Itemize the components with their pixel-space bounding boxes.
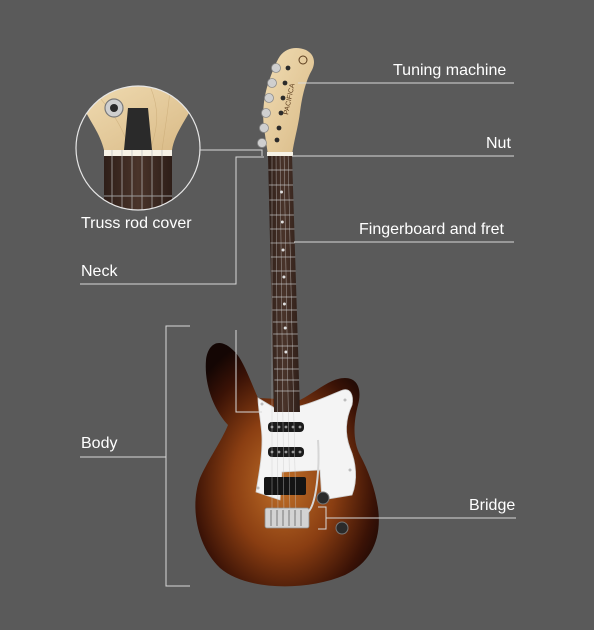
truss-rod-cover-plate (124, 108, 152, 150)
label-nut: Nut (486, 135, 511, 152)
bracket-body (165, 325, 190, 587)
truss-rod-inset-border (75, 85, 201, 211)
volume-knob (316, 491, 330, 505)
label-truss-rod-cover: Truss rod cover (81, 215, 192, 232)
headstock (263, 48, 314, 155)
label-body: Body (81, 435, 118, 452)
tuning-peg (259, 123, 269, 133)
tremolo-arm (307, 439, 320, 513)
label-bridge: Bridge (469, 497, 516, 514)
bridge-humbucker (264, 477, 306, 495)
tone-knob (335, 521, 349, 535)
leader-neck-drop (235, 330, 262, 413)
tuning-peg (267, 78, 277, 88)
truss-rod-inset (76, 86, 200, 210)
fingerboard (268, 155, 300, 412)
headstock-emblem (298, 55, 308, 65)
tuning-peg (257, 138, 267, 148)
pickguard (255, 389, 356, 501)
tuning-peg (261, 108, 271, 118)
tuning-peg (264, 93, 274, 103)
bracket-bridge (318, 506, 327, 530)
bridge-plate (264, 507, 310, 529)
tuning-peg (271, 63, 281, 73)
label-neck: Neck (81, 263, 118, 280)
label-tuning-machine: Tuning machine (393, 62, 507, 79)
label-fingerboard-and-fret: Fingerboard and fret (359, 221, 504, 238)
nut-piece (267, 152, 293, 156)
leader-truss-rod (200, 149, 263, 156)
leader-neck (80, 156, 264, 285)
